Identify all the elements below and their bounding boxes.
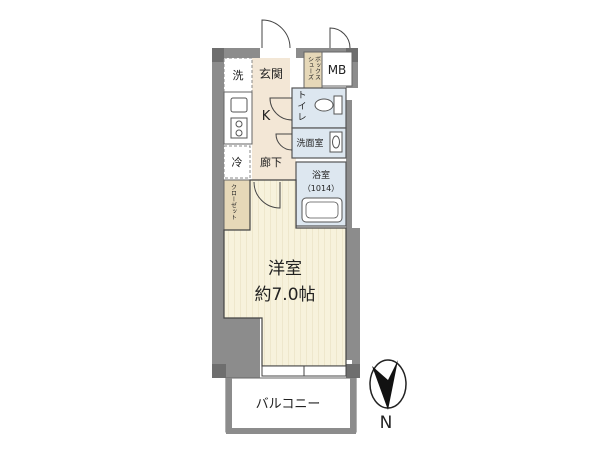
bath-label: 浴室: [312, 169, 330, 181]
washroom-door: [275, 133, 293, 151]
shoe-box-label-2: ボックス: [314, 56, 321, 80]
kitchen-label: K: [262, 109, 271, 124]
balcony-side-right: [350, 378, 356, 434]
toilet-bowl: [314, 98, 334, 112]
closet-floor: [223, 179, 251, 231]
toilet-door: [269, 97, 293, 121]
fridge-space: [223, 145, 251, 179]
stove: [230, 117, 248, 139]
compass-needle-icon: [372, 360, 398, 410]
western-room-floor: [223, 179, 347, 367]
balcony-floor: [225, 377, 357, 433]
entrance-door: [261, 19, 291, 49]
compass-north-label: N: [380, 413, 393, 433]
toilet-label-3: レ: [297, 113, 306, 123]
bath-size-label: （1014）: [303, 184, 339, 193]
western-room-size-label: 約7.0帖: [254, 285, 315, 305]
mb-space: [321, 51, 353, 87]
washroom-label: 洗面室: [296, 137, 323, 149]
kitchen-floor: [252, 98, 292, 144]
washer-label: 洗: [233, 69, 244, 82]
bathtub: [301, 197, 343, 223]
balcony-side-left: [226, 378, 232, 434]
balcony-label: バルコニー: [256, 397, 321, 412]
mb-label: MB: [328, 63, 347, 77]
shoe-box-label-1: シューズ: [307, 56, 314, 80]
entrance-floor: [252, 58, 290, 98]
outer-walls: [212, 48, 360, 378]
closet-label: クローゼット: [230, 184, 237, 220]
north-compass: N: [369, 359, 407, 433]
toilet-tank: [333, 95, 343, 115]
toilet-label-1: ト: [297, 91, 306, 101]
fridge-label: 冷: [232, 156, 243, 169]
toilet-label-2: イ: [297, 102, 306, 112]
hallway-label: 廊下: [260, 155, 282, 169]
kitchen-sink: [230, 97, 248, 113]
room-door: [253, 181, 281, 209]
washbasin: [329, 131, 343, 153]
balcony-rail: [226, 428, 356, 434]
mb-door: [329, 27, 351, 49]
western-room-label: 洋室: [268, 259, 302, 279]
entrance-label: 玄関: [259, 66, 283, 81]
